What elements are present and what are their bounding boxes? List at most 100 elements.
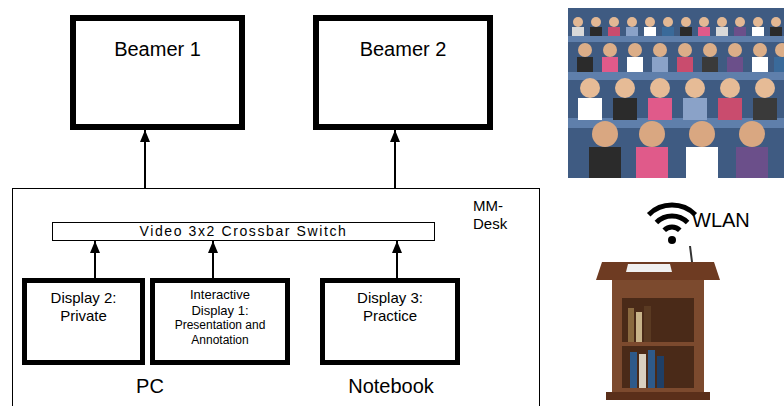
audience-photo-shape-shape	[652, 57, 668, 72]
node-text: Interactive Display 1:	[170, 287, 270, 318]
audience-photo-shape-shape	[589, 147, 621, 178]
projector-screen: Beamer 1	[70, 15, 245, 130]
display-box: Display 2: Private	[22, 278, 145, 365]
audience-photo-shape-shape	[645, 17, 655, 27]
audience-photo-shape-shape	[685, 78, 705, 98]
audience-photo-shape-shape	[753, 17, 763, 27]
node-text: Presentation and Annotation	[164, 318, 276, 347]
signal-arrow	[212, 241, 214, 278]
audience-photo-shape	[578, 43, 784, 57]
audience-photo-shape-shape	[628, 43, 642, 57]
audience-photo-shape-shape	[662, 27, 674, 36]
audience-photo-shape-shape	[615, 78, 635, 98]
audience-photo-shape-shape	[677, 57, 693, 72]
node-text: Display 2: Private	[33, 289, 134, 325]
node-text: Display 3: Practice	[339, 289, 441, 325]
lectern-figure-shape	[644, 306, 651, 342]
audience-photo-shape-shape	[592, 121, 618, 147]
audience-photo-shape-shape	[681, 17, 691, 27]
audience-photo-shape-shape	[755, 78, 775, 98]
signal-arrow	[394, 130, 396, 188]
wifi-symbol-shape	[664, 227, 680, 230]
audience-photo-shape-shape	[752, 27, 764, 36]
audience-photo-shape-shape	[716, 27, 728, 36]
node-text: Video 3x2 Crossbar Switch	[57, 223, 430, 240]
audience-photo-shape-shape	[753, 98, 777, 120]
wifi-symbol	[649, 205, 696, 244]
connector-group	[95, 130, 397, 278]
audience-photo-shape	[577, 57, 784, 72]
audience-photo-shape-shape	[689, 121, 715, 147]
audience-photo-shape-shape	[663, 17, 673, 27]
audience-photo-shape-shape	[603, 43, 617, 57]
audience-photo-shape-shape	[699, 17, 709, 27]
lectern-figure-shape	[630, 352, 637, 388]
audience-photo-shape-shape	[686, 147, 718, 178]
audience-photo-shape	[568, 72, 784, 80]
audience-photo-shape-shape	[578, 43, 592, 57]
lectern-figure-shape	[596, 262, 720, 280]
audience-photo-shape	[568, 36, 784, 42]
audience-photo-shape-shape	[590, 27, 602, 36]
lectern-figure-shape	[606, 392, 710, 400]
network-label: WLAN	[692, 208, 780, 232]
audience-photo-shape-shape	[627, 17, 637, 27]
audience-photo-shape	[578, 98, 777, 120]
audience-photo-shape	[573, 17, 781, 27]
audience-photo-shape-shape	[753, 43, 767, 57]
audience-photo-shape-shape	[771, 17, 781, 27]
audience-photo-shape-shape	[627, 57, 643, 72]
audience-photo-shape-shape	[703, 43, 717, 57]
lectern-figure-shape	[648, 350, 655, 388]
signal-arrow	[94, 241, 96, 278]
audience-photo-shape-shape	[591, 17, 601, 27]
audience-photo-shape-shape	[683, 98, 707, 120]
audience-photo-shape-shape	[735, 17, 745, 27]
audience-photo-shape-shape	[636, 147, 668, 178]
audience-photo-shape-shape	[728, 43, 742, 57]
lectern-figure-shape	[628, 308, 634, 342]
audience-photo-shape-shape	[650, 78, 670, 98]
device-label-holder: PC	[90, 374, 210, 398]
wifi-symbol-shape	[649, 205, 696, 215]
audience-photo-shape	[589, 147, 768, 178]
audience-photo-shape-shape	[613, 98, 637, 120]
audience-photo-shape	[572, 27, 782, 36]
audience-photo-shape	[592, 121, 765, 147]
lectern-figure	[596, 246, 720, 400]
audience-photo-shape-shape	[775, 43, 784, 57]
device-label: PC	[90, 374, 210, 398]
audience-photo-shape-shape	[573, 17, 583, 27]
projector-screen: Beamer 2	[313, 15, 493, 130]
lectern-figure-shape	[612, 280, 704, 394]
audience-photo-shape-shape	[727, 57, 743, 72]
audience-photo-shape-shape	[609, 17, 619, 27]
audience-photo	[568, 8, 784, 178]
network-label-holder: WLAN	[692, 208, 780, 232]
audience-photo-shape-shape	[720, 78, 740, 98]
audience-photo-shape	[580, 78, 775, 98]
audience-photo-shape-shape	[774, 57, 784, 72]
signal-arrow	[396, 241, 398, 278]
node-text: Beamer 2	[327, 37, 479, 61]
node-text: MM- Desk	[473, 197, 533, 233]
audience-photo-shape-shape	[580, 78, 600, 98]
audience-photo-shape-shape	[626, 27, 638, 36]
signal-arrow	[144, 130, 146, 188]
audience-photo-shape-shape	[702, 57, 718, 72]
lectern-figure-shape	[636, 312, 642, 342]
audience-photo-shape-shape	[752, 57, 768, 72]
display-box: Interactive Display 1:Presentation and A…	[150, 278, 290, 365]
audience-photo-shape-shape	[678, 43, 692, 57]
node-text: Beamer 1	[84, 37, 231, 61]
audience-photo-shape-shape	[717, 17, 727, 27]
lectern-figure-shape	[639, 354, 646, 388]
audience-photo-shape-shape	[734, 27, 746, 36]
lectern-figure-shape	[622, 298, 694, 388]
audience-photo-shape-shape	[739, 121, 765, 147]
device-label-holder: Notebook	[331, 374, 451, 398]
desk-frame: MM- DeskVideo 3x2 Crossbar SwitchDisplay…	[12, 188, 540, 406]
audience-photo-shape-shape	[736, 147, 768, 178]
